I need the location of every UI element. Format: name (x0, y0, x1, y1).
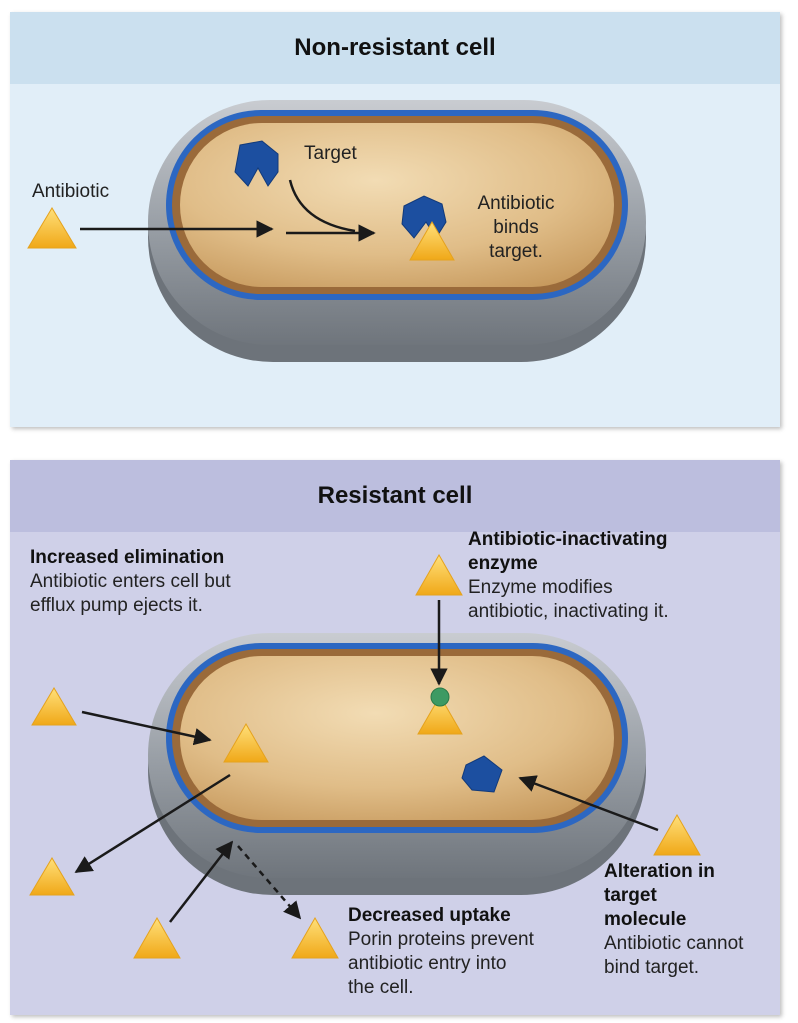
panel-title-non-resistant: Non-resistant cell (10, 12, 780, 84)
label-antibiotic-binds-target: Antibiotic binds target. (477, 193, 555, 262)
antibiotic-right (653, 813, 701, 856)
label-target-alteration: Alteration in target molecule Antibiotic… (604, 861, 744, 978)
cell-non-resistant (148, 100, 646, 362)
cytoplasm (180, 123, 614, 287)
uptake-blocked-dashed-arrow (237, 845, 302, 920)
target-path-arrow (288, 179, 356, 233)
uptake-attempt-arrow (169, 840, 234, 923)
label-inactivating-enzyme: Antibiotic-inactivating enzyme Enzyme mo… (468, 529, 669, 622)
target-protein-icon (234, 140, 279, 187)
efflux-entry-arrow (81, 710, 212, 746)
enzyme-green-dot (430, 687, 450, 707)
antibiotic-top-enzyme (415, 553, 463, 596)
antibiotic-outside-left (31, 687, 77, 726)
antibiotic-blocked-right (291, 916, 339, 959)
antibiotic-ejected (29, 857, 75, 896)
antibiotic-inside-cell (223, 723, 269, 763)
efflux-eject-arrow (74, 773, 231, 874)
label-antibiotic: Antibiotic (32, 181, 110, 202)
label-decreased-uptake: Decreased uptake Porin proteins prevent … (348, 905, 534, 998)
cytoplasm (180, 656, 614, 820)
panel-title-resistant: Resistant cell (10, 460, 780, 532)
altered-target-icon (461, 755, 503, 793)
cell-resistant (148, 633, 646, 895)
target-alteration-arrow (518, 775, 659, 832)
label-target: Target (304, 143, 357, 164)
bound-complex-icon (401, 195, 455, 261)
antibiotic-triangle-top (27, 207, 77, 249)
antibiotic-blocked-left (133, 916, 181, 959)
antibiotic-modified (417, 695, 463, 735)
resistant-panel: Resistant cell (10, 460, 780, 1015)
label-increased-elimination: Increased elimination Antibiotic enters … (30, 547, 231, 616)
